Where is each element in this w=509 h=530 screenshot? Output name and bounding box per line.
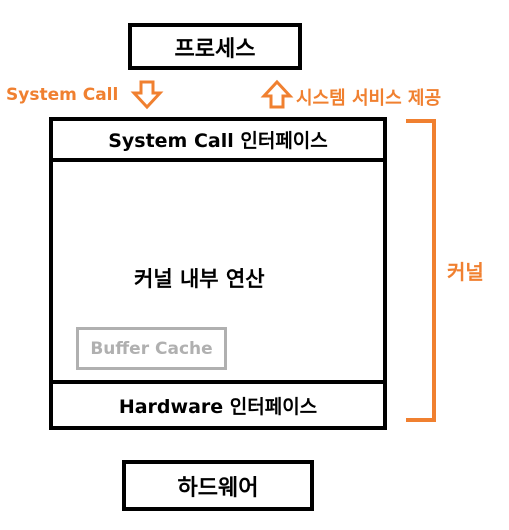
down-arrow-icon: [130, 80, 164, 110]
syscall-interface-label: System Call 인터페이스: [108, 130, 328, 152]
syscall-interface-row: System Call 인터페이스: [53, 121, 383, 158]
hardware-label: 하드웨어: [177, 475, 259, 501]
system-service-label: 시스템 서비스 제공: [296, 88, 442, 109]
hardware-interface-label: Hardware 인터페이스: [118, 395, 318, 418]
buffer-cache-box: Buffer Cache: [76, 327, 227, 370]
hardware-box: 하드웨어: [122, 460, 314, 511]
process-box: 프로세스: [128, 23, 302, 70]
kernel-bottom-divider: [49, 380, 387, 384]
kernel-bracket-icon: [406, 119, 436, 422]
kernel-bracket-label: 커널: [447, 260, 484, 284]
kernel-top-divider: [49, 158, 387, 162]
kernel-box: [49, 117, 387, 430]
hardware-interface-row: Hardware 인터페이스: [53, 384, 383, 426]
process-label: 프로세스: [174, 36, 256, 62]
up-arrow-icon: [260, 79, 294, 109]
buffer-cache-label: Buffer Cache: [90, 338, 213, 359]
kernel-internal-ops-label: 커널 내부 연산: [134, 267, 265, 291]
system-call-label: System Call: [6, 85, 119, 105]
